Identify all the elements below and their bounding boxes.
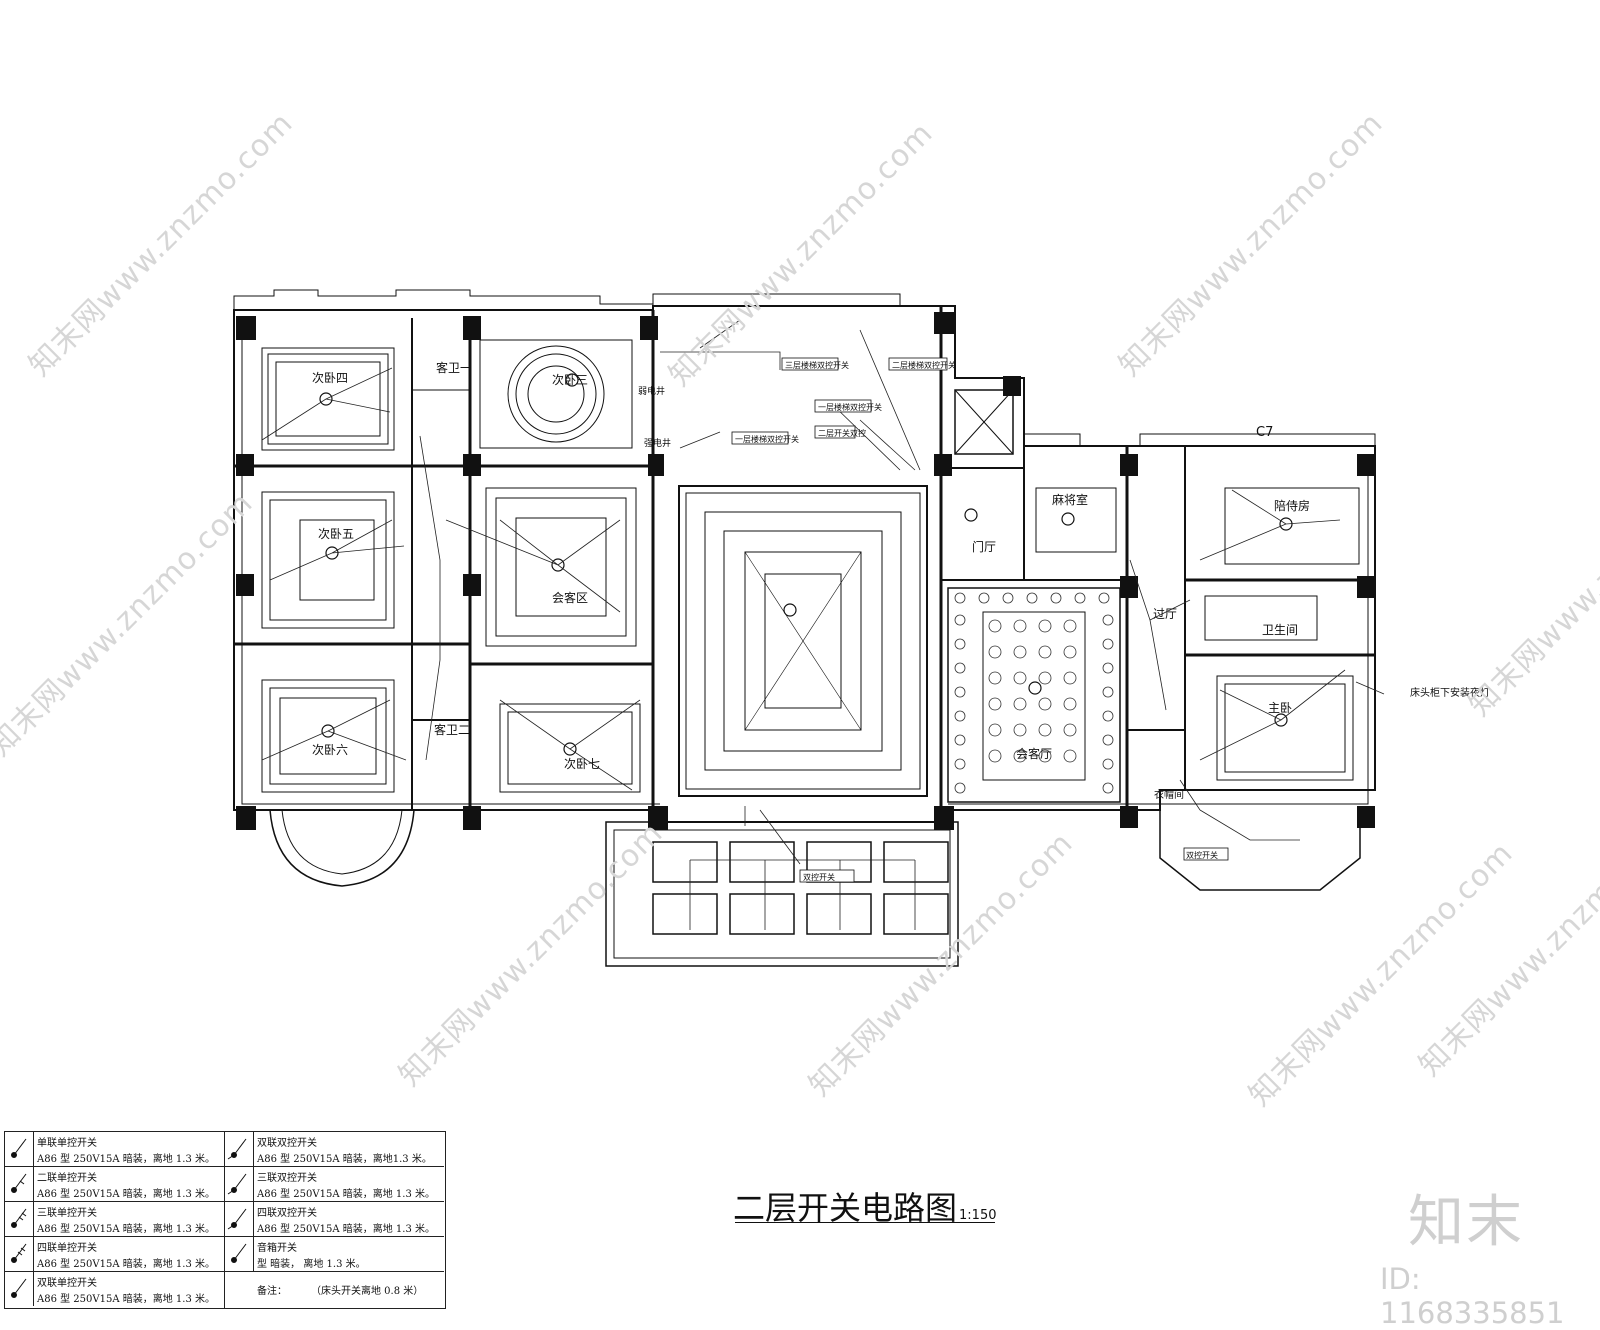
legend-name: 音箱开关 — [257, 1243, 297, 1254]
switch-tag: 二层楼梯双控开关 — [892, 360, 956, 370]
legend-spec: A86 型 250V15A 暗装，离地 1.3 米。 — [257, 1189, 435, 1200]
switch-tag: 二层开关双控 — [818, 428, 866, 438]
quad-twoway-switch-icon — [225, 1202, 254, 1236]
triple-switch-icon — [5, 1202, 34, 1236]
legend-name: 四联双控开关 — [257, 1208, 317, 1219]
legend-icons — [11, 1138, 27, 1298]
room-label-pei-shi-fang: 陪侍房 — [1274, 498, 1310, 513]
room-label-zhu-wo: 主卧 — [1268, 701, 1292, 715]
bedside-note: 床头柜下安装夜灯 — [1410, 686, 1490, 699]
legend-row: 三联单控开关 A86 型 250V15A 暗装，离地 1.3 米。 — [5, 1202, 224, 1237]
switch-tag: 一层楼梯双控开关 — [735, 434, 799, 444]
legend-row: 四联双控开关 A86 型 250V15A 暗装，离地 1.3 米。 — [225, 1202, 444, 1237]
switch-legend-table: 单联单控开关 A86 型 250V15A 暗装，离地 1.3 米。 二联单控开关… — [4, 1131, 446, 1309]
room-label-ci-wo-wu: 次卧五 — [318, 527, 354, 541]
legend-row: 二联单控开关 A86 型 250V15A 暗装，离地 1.3 米。 — [5, 1167, 224, 1202]
legend-icons-right — [227, 1138, 247, 1263]
legend-note-text: （床头开关离地 0.8 米） — [311, 1286, 424, 1297]
double-single-switch-icon — [5, 1272, 34, 1306]
brand-watermark: 知末 — [1408, 1190, 1524, 1255]
room-label-ma-jiang-shi: 麻将室 — [1052, 492, 1088, 507]
drawing-scale: 1:150 — [959, 1208, 997, 1223]
legend-name: 四联单控开关 — [37, 1243, 97, 1254]
image-id-text: ID: 1168335851 — [1380, 1262, 1565, 1330]
legend-name: 单联单控开关 — [37, 1138, 97, 1149]
room-label-guo-ting: 过厅 — [1153, 607, 1177, 621]
legend-name: 双联双控开关 — [257, 1138, 317, 1149]
legend-row: 三联双控开关 A86 型 250V15A 暗装，离地 1.3 米。 — [225, 1167, 444, 1202]
legend-name: 二联单控开关 — [37, 1173, 97, 1184]
legend-name: 三联双控开关 — [257, 1173, 317, 1184]
legend-spec: 型 暗装， 离地 1.3 米。 — [257, 1259, 366, 1270]
quad-switch-icon — [5, 1237, 34, 1271]
room-label-qiang-dian: 强电井 — [644, 437, 671, 449]
legend-row: 单联单控开关 A86 型 250V15A 暗装，离地 1.3 米。 — [5, 1132, 224, 1167]
legend-row: 音箱开关 型 暗装， 离地 1.3 米。 — [225, 1237, 444, 1272]
double-switch-icon — [5, 1167, 34, 1201]
title-underline — [735, 1222, 995, 1223]
room-label-men-ting: 门厅 — [972, 539, 996, 554]
room-label-ke-wei-yi: 客卫一 — [436, 360, 472, 375]
legend-spec: A86 型 250V15A 暗装，离地 1.3 米。 — [37, 1259, 215, 1270]
triple-twoway-switch-icon — [225, 1167, 254, 1201]
legend-spec: A86 型 250V15A 暗装，离地 1.3 米。 — [257, 1224, 435, 1235]
legend-name: 三联单控开关 — [37, 1208, 97, 1219]
legend-spec: A86 型 250V15A 暗装，离地 1.3 米。 — [37, 1294, 215, 1305]
double-twoway-switch-icon — [225, 1132, 254, 1166]
legend-spec: A86 型 250V15A 暗装，离地 1.3 米。 — [37, 1224, 215, 1235]
switch-tag: 双控开关 — [1186, 850, 1218, 860]
legend-divider — [224, 1132, 225, 1308]
room-label-hui-ke-qu: 会客区 — [552, 590, 588, 605]
room-label-hui-ke-ting: 会客厅 — [1016, 746, 1052, 761]
switch-tag: 一层楼梯双控开关 — [818, 402, 882, 412]
room-label-yi-mao-jian: 衣帽间 — [1154, 788, 1184, 801]
legend-row: 双联单控开关 A86 型 250V15A 暗装，离地 1.3 米。 — [5, 1272, 224, 1307]
room-label-wei-sheng-jian: 卫生间 — [1262, 623, 1298, 637]
room-label-ci-wo-qi: 次卧七 — [564, 757, 600, 771]
grid-label-c7: C7 — [1256, 425, 1273, 440]
room-label-ci-wo-si: 次卧四 — [312, 371, 348, 385]
switch-tag: 三层楼梯双控开关 — [785, 360, 849, 370]
room-label-ruo-dian: 弱电井 — [638, 385, 665, 397]
drawing-title: 二层开关电路图 — [733, 1189, 958, 1227]
legend-spec: A86 型 250V15A 暗装，离地 1.3 米。 — [37, 1154, 215, 1165]
legend-spec: A86 型 250V15A 暗装，离地1.3 米。 — [257, 1154, 432, 1165]
legend-note-label: 备注： — [257, 1286, 287, 1297]
speaker-switch-icon — [225, 1237, 254, 1271]
room-label-ci-wo-liu: 次卧六 — [312, 743, 348, 757]
legend-row: 四联单控开关 A86 型 250V15A 暗装，离地 1.3 米。 — [5, 1237, 224, 1272]
single-switch-icon — [5, 1132, 34, 1166]
legend-spec: A86 型 250V15A 暗装，离地 1.3 米。 — [37, 1189, 215, 1200]
room-label-ci-wo-san: 次卧三 — [552, 373, 588, 387]
room-label-ke-wei-er: 客卫二 — [434, 722, 470, 737]
legend-row: 备注： （床头开关离地 0.8 米） — [225, 1272, 444, 1307]
switch-tag: 双控开关 — [803, 872, 835, 882]
legend-name: 双联单控开关 — [37, 1278, 97, 1289]
legend-row: 双联双控开关 A86 型 250V15A 暗装，离地1.3 米。 — [225, 1132, 444, 1167]
